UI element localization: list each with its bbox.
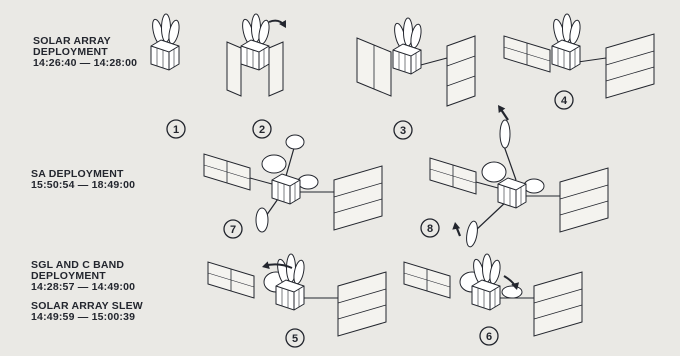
step-number: 7 bbox=[230, 224, 236, 236]
step-number: 4 bbox=[561, 95, 568, 107]
step-number: 2 bbox=[259, 124, 265, 136]
step-6-spacecraft bbox=[404, 254, 582, 336]
step-3-spacecraft bbox=[357, 18, 475, 106]
step-number: 8 bbox=[427, 223, 433, 235]
step-marker-2: 2 bbox=[253, 120, 271, 138]
step-marker-8: 8 bbox=[421, 219, 439, 237]
step-marker-3: 3 bbox=[394, 121, 412, 139]
step-marker-7: 7 bbox=[224, 220, 242, 238]
step-marker-5: 5 bbox=[286, 329, 304, 347]
step-5-spacecraft bbox=[208, 254, 386, 336]
step-marker-4: 4 bbox=[555, 91, 573, 109]
step-number: 5 bbox=[292, 333, 298, 345]
step-marker-1: 1 bbox=[167, 120, 185, 138]
step-number: 6 bbox=[486, 331, 492, 343]
step-8-spacecraft bbox=[430, 103, 608, 248]
step-number: 3 bbox=[400, 125, 406, 137]
step-number: 1 bbox=[173, 124, 179, 136]
step-4-spacecraft bbox=[504, 14, 654, 98]
step-2-spacecraft bbox=[227, 14, 289, 96]
step-7-spacecraft bbox=[204, 135, 382, 232]
step-1-spacecraft bbox=[150, 14, 180, 70]
step-marker-6: 6 bbox=[480, 327, 498, 345]
